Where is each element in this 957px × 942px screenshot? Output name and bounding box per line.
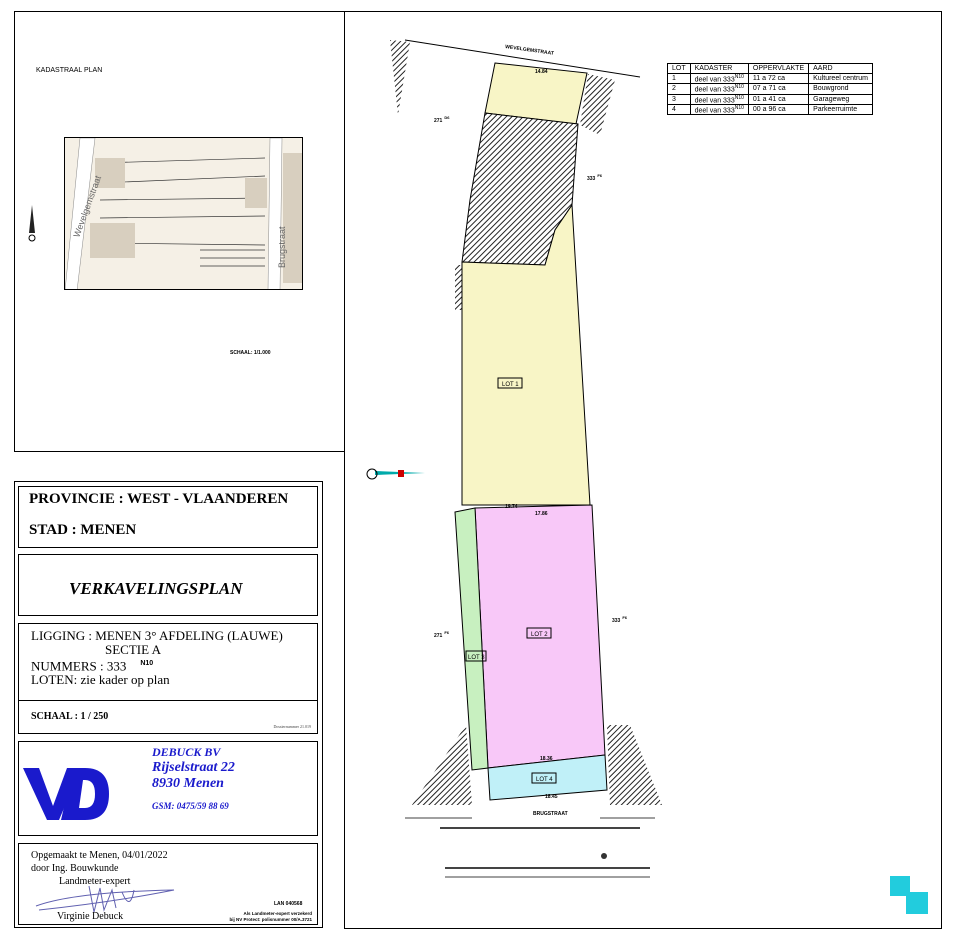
north-arrow-icon <box>366 468 425 480</box>
kadastraal-map-drawing: Wevelgemstraat Brugstraat <box>65 138 302 289</box>
ligging: LIGGING : MENEN 3° AFDELING (LAUWE) <box>31 628 283 643</box>
kadastraal-scale: SCHAAL: 1/1.000 <box>230 350 271 356</box>
signature-box: Opgemaakt te Menen, 04/01/2022 door Ing.… <box>18 843 318 925</box>
ligging-box: LIGGING : MENEN 3° AFDELING (LAUWE) SECT… <box>18 623 318 734</box>
insurance-line2: bij NV Protect: polisnummer 00/A.3721 <box>229 917 312 922</box>
neighbour-building <box>580 74 615 135</box>
dim-top: 14.84 <box>535 69 548 75</box>
kadaster-exp: N10 <box>734 104 744 111</box>
cell: Parkeerruimte <box>808 103 873 116</box>
north-arrow-icon <box>28 205 36 245</box>
dim-mid: 19.74 <box>505 504 518 510</box>
kadaster: deel van 333 <box>694 96 735 104</box>
signer-name: Virginie Debuck <box>57 911 124 922</box>
kadaster-exp: N10 <box>734 84 744 91</box>
provincie: PROVINCIE : WEST - VLAANDEREN <box>29 491 289 507</box>
manhole-icon <box>601 853 607 859</box>
nummers: NUMMERS : 333 <box>31 658 127 674</box>
lan-number: LAN 040568 <box>274 901 303 907</box>
parcel-number: 271 <box>434 633 443 639</box>
signature-image <box>35 885 175 913</box>
title-block-frame <box>14 481 323 928</box>
parcel-label: 333F6 <box>612 615 628 624</box>
plan-frame <box>344 11 942 929</box>
kadaster-exp: N10 <box>734 94 744 101</box>
street-top-label: WEVELGEMSTRAAT <box>505 44 554 57</box>
stad: STAD : MENEN <box>29 522 137 538</box>
lot-1-label: LOT 1 <box>502 382 519 388</box>
kadaster: deel van 333 <box>694 86 735 94</box>
loten: LOTEN: zie kader op plan <box>31 672 170 688</box>
lot-table-header: LOT KADASTER OPPERVLAKTE AARD <box>667 63 873 74</box>
company-name: DEBUCK BV <box>152 745 221 759</box>
street-bottom-label: BRUGSTRAAT <box>533 811 568 817</box>
company-city: 8930 Menen <box>152 776 224 791</box>
street-label: Brugstraat <box>277 226 287 268</box>
parcel-exp: D6 <box>444 115 450 120</box>
cell: deel van 333N10 <box>689 103 749 116</box>
lot-4 <box>487 754 608 801</box>
cell: deel van 333N10 <box>689 72 749 85</box>
kadaster: deel van 333 <box>694 107 735 115</box>
plan-title-box: VERKAVELINGSPLAN <box>18 554 318 616</box>
parcel-number: 333 <box>587 176 596 182</box>
neighbour-building <box>607 725 662 805</box>
dim-mid2: 17.86 <box>535 511 548 517</box>
signed-title: Landmeter-expert <box>59 876 131 887</box>
parcel-label: 271F6 <box>434 630 450 639</box>
cell: 00 a 96 ca <box>747 103 810 116</box>
cell: deel van 333N10 <box>689 93 749 106</box>
dossier: Dossiernummer 21.019 <box>273 724 311 729</box>
nummers-exp: N10 <box>140 660 154 667</box>
company-street: Rijselstraat 22 <box>152 760 235 775</box>
signed-place-date: Opgemaakt te Menen, 04/01/2022 <box>31 850 168 861</box>
kadastraal-map: Wevelgemstraat Brugstraat <box>64 137 303 290</box>
neighbour-building <box>390 40 410 115</box>
dim-lot4-top: 18.36 <box>540 756 553 762</box>
neighbour-building <box>412 725 472 805</box>
parcel-label: 333F6 <box>587 173 603 182</box>
kadaster-exp: N10 <box>734 74 744 80</box>
cell: deel van 333N10 <box>689 83 749 95</box>
street-boundary-top <box>404 39 641 78</box>
sectie: SECTIE A <box>105 642 161 657</box>
dim-lot4-bottom: 18.45 <box>545 794 558 800</box>
schaal: SCHAAL : 1 / 250 <box>31 711 109 722</box>
kadastraal-title: KADASTRAAL PLAN <box>36 67 103 74</box>
parcel-exp: F6 <box>622 615 627 620</box>
parcel-exp: F6 <box>444 630 449 635</box>
kadaster: deel van 333 <box>694 76 735 84</box>
company-logo <box>23 768 109 827</box>
plan-title: VERKAVELINGSPLAN <box>69 579 243 598</box>
company-box: DEBUCK BV Rijselstraat 22 8930 Menen GSM… <box>18 741 318 836</box>
lot-2-label: LOT 2 <box>531 632 548 638</box>
parcel-label: 271D6 <box>434 115 450 124</box>
parcel-exp: F6 <box>597 173 602 178</box>
corner-logo-icon <box>890 876 928 914</box>
provincie-box: PROVINCIE : WEST - VLAANDEREN STAD : MEN… <box>18 486 318 548</box>
signed-by: door Ing. Bouwkunde <box>31 863 119 874</box>
lot-3-label: LOT 3 <box>468 655 485 661</box>
parcel-number: 271 <box>434 118 443 124</box>
company-gsm: GSM: 0475/59 88 69 <box>152 801 229 811</box>
insurance-line1: Als Landmeter-expert verzekerd <box>243 911 312 916</box>
parcel-number: 333 <box>612 618 621 624</box>
lot-4-label: LOT 4 <box>536 777 553 783</box>
lot-1 <box>461 203 591 506</box>
